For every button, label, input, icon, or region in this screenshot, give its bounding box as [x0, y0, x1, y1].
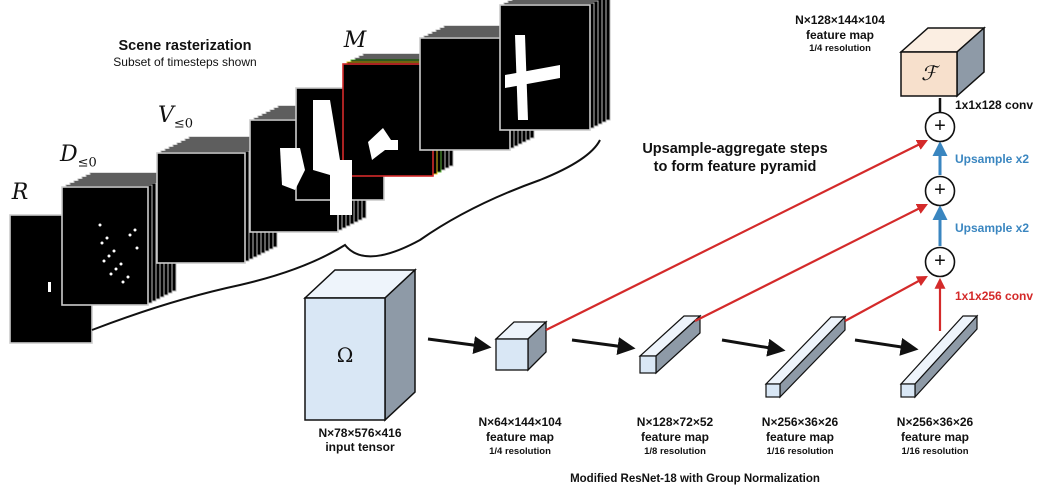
raster-stack-lanes-frame [419, 37, 511, 151]
raster-dot [128, 233, 132, 237]
label-D-sub: ≤0 [77, 155, 97, 171]
stage2-caption: feature map [640, 430, 710, 444]
label-D: D≤0 [60, 142, 104, 171]
stage1-dims: N×64×144×104 [478, 415, 562, 429]
raster-dot [126, 275, 130, 279]
stage3-resolution: 1/16 resolution [766, 446, 834, 457]
label-V-sub: ≤0 [173, 116, 194, 132]
sum-node-middle [924, 175, 956, 207]
raster-dot [100, 241, 104, 245]
raster-dot [133, 228, 137, 232]
raster-dot [114, 267, 118, 271]
stage3-caption: feature map [765, 430, 835, 444]
raster-dot [121, 280, 125, 284]
raster-dot [102, 259, 106, 263]
stage1-caption: feature map [485, 430, 555, 444]
stage2-dims: N×128×72×52 [636, 415, 714, 429]
raster-dot [98, 223, 102, 227]
red-arrow-stage2 [694, 204, 928, 322]
sum-symbol-middle: + [934, 179, 946, 201]
stage3-dims: N×256×36×26 [761, 415, 839, 429]
stage4-block [899, 314, 979, 399]
label-V: V≤0 [158, 103, 202, 132]
input-tensor-symbol: Ω [336, 343, 354, 367]
output-feature-block [899, 26, 986, 98]
raster-road-cross [505, 65, 560, 88]
input-tensor-block [303, 268, 417, 422]
red-arrow-stage3 [844, 275, 928, 322]
stage2-block [638, 314, 702, 375]
output-dims: N×128×144×104 [795, 13, 885, 27]
stage3-block [764, 315, 847, 399]
grouping-brace [91, 139, 601, 331]
upsample-label-lower: Upsample x2 [955, 221, 1030, 235]
raster-dot [105, 236, 109, 240]
label-V-main: V [158, 103, 174, 128]
sum-symbol-bottom: + [934, 250, 946, 272]
raster-vehicle-shape [280, 148, 305, 190]
raster-stack-road-frame [499, 4, 591, 131]
label-D-main: D [60, 142, 78, 167]
sum-node-bottom [924, 246, 956, 278]
pyramid-title-line1: Upsample-aggregate steps [642, 141, 828, 157]
arrow-stage3-to-stage4 [854, 337, 919, 356]
raster-dot [112, 249, 116, 253]
stage4-resolution: 1/16 resolution [901, 446, 969, 457]
arrow-stage1-to-stage2 [571, 337, 636, 356]
red-arrow-stage1 [545, 139, 928, 331]
raster-dot [135, 246, 139, 250]
raster-dot [107, 254, 111, 258]
conv256-label: 1x1x256 conv [955, 289, 1034, 303]
conv128-label: 1x1x128 conv [955, 98, 1034, 112]
raster-subtitle: Subset of timesteps shown [113, 55, 257, 69]
raster-road-shape [313, 100, 352, 215]
sum-symbol-top: + [934, 115, 946, 137]
backbone-caption: Modified ResNet-18 with Group Normalizat… [570, 473, 820, 485]
raster-stack-V-frame [156, 152, 246, 264]
upsample-label-upper: Upsample x2 [955, 152, 1030, 166]
raster-junction-shape [368, 128, 398, 160]
raster-dot [119, 262, 123, 266]
raster-title: Scene rasterization [118, 38, 252, 54]
input-tensor-dims: N×78×576×416 [318, 426, 402, 440]
arrow-input-to-stage1 [427, 336, 492, 355]
stage1-resolution: 1/4 resolution [489, 446, 551, 457]
label-M: M [343, 28, 367, 53]
output-symbol: ℱ [921, 61, 937, 85]
output-resolution: 1/4 resolution [809, 43, 871, 54]
arrow-stage2-to-stage3 [721, 338, 786, 357]
pyramid-title-line2: to form feature pyramid [653, 159, 817, 175]
output-caption: feature map [805, 28, 875, 42]
label-R: R [11, 180, 29, 205]
input-tensor-caption: input tensor [325, 440, 395, 454]
sum-node-top [924, 111, 956, 143]
stage4-caption: feature map [900, 430, 970, 444]
stage2-resolution: 1/8 resolution [644, 446, 706, 457]
stage1-block [494, 320, 548, 372]
raster-agent-mark [48, 282, 51, 292]
raster-dot [109, 272, 113, 276]
raster-stack-D-frame [61, 186, 149, 306]
raster-frame-stacks [9, 0, 611, 344]
stage4-dims: N×256×36×26 [896, 415, 974, 429]
